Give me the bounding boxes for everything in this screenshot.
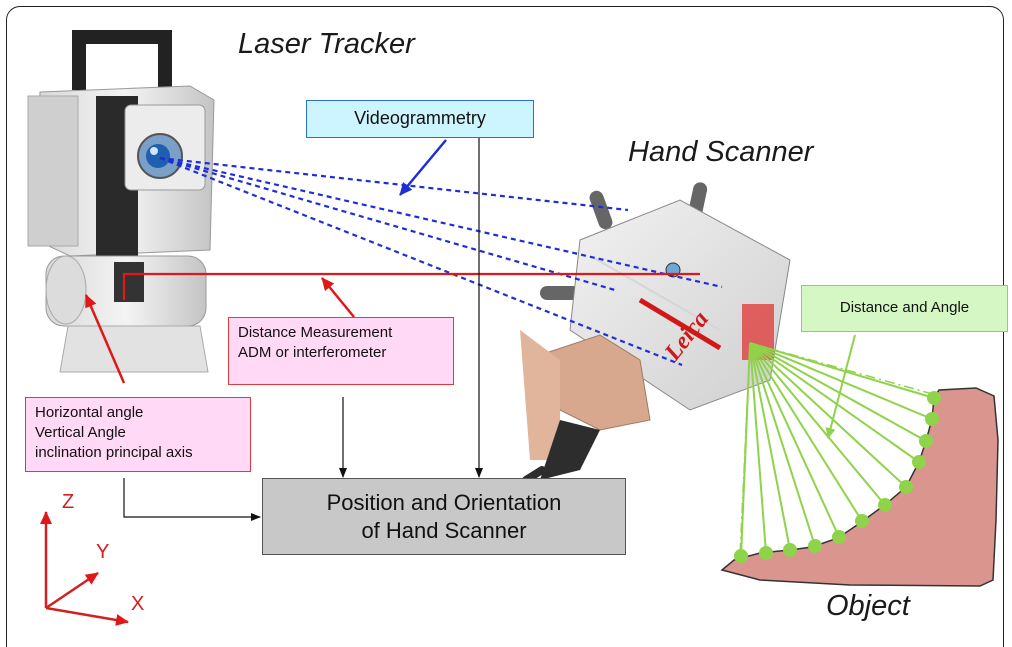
scan-point: [925, 412, 939, 426]
scan-point: [912, 455, 926, 469]
scan-point: [899, 480, 913, 494]
scan-point: [878, 498, 892, 512]
angles-line-3: inclination principal axis: [35, 444, 193, 461]
distance-angle-box: Distance and Angle: [801, 285, 1008, 332]
scan-point: [759, 546, 773, 560]
distance-angle-pointer: [825, 334, 856, 439]
distance-measurement-line-2: ADM or interferometer: [238, 344, 387, 361]
distance-measurement-line-1: Distance Measurement: [238, 324, 393, 341]
scan-point: [783, 543, 797, 557]
position-orientation-line-1: Position and Orientation: [326, 490, 562, 515]
videogrammetry-lines: [159, 156, 723, 367]
videogrammetry-pointer: [399, 139, 447, 196]
scan-ray: [749, 342, 920, 463]
scan-ray: [749, 342, 935, 399]
scan-ray-outline-left: [739, 342, 751, 557]
scan-ray: [749, 342, 927, 442]
angle-pointer: [84, 294, 126, 384]
scan-point: [734, 549, 748, 563]
scan-point: [832, 530, 846, 544]
axis-label-x: X: [131, 593, 145, 615]
object-title: Object: [826, 590, 910, 622]
scan-ray: [749, 342, 791, 551]
scan-ray: [749, 342, 863, 522]
hand-scanner-illustration: Leica: [520, 182, 791, 484]
scan-point: [919, 434, 933, 448]
videogrammetry-box: Videogrammetry: [306, 100, 534, 138]
scan-point: [808, 539, 822, 553]
scan-rays: [734, 342, 941, 563]
position-orientation-box: Position and Orientation of Hand Scanner: [262, 478, 626, 555]
scan-point: [927, 391, 941, 405]
scan-ray: [749, 342, 907, 488]
scan-ray: [749, 342, 933, 420]
scan-point: [855, 514, 869, 528]
scan-ray: [749, 342, 816, 547]
distance-pointer: [321, 277, 355, 318]
coordinate-axes: [40, 511, 129, 626]
angles-box: Horizontal angle Vertical Angle inclinat…: [25, 397, 251, 472]
axis-label-z: Z: [62, 491, 75, 513]
scan-ray: [749, 342, 886, 506]
distance-measurement-box: Distance Measurement ADM or interferomet…: [228, 317, 454, 385]
scan-ray: [749, 342, 767, 554]
laser-beam: [122, 272, 700, 300]
axis-label-y: Y: [96, 541, 110, 563]
flow-arrow-angles: [123, 478, 261, 521]
laser-tracker-illustration: [27, 30, 215, 373]
position-orientation-line-2: of Hand Scanner: [361, 518, 527, 543]
hand-scanner-title: Hand Scanner: [628, 136, 814, 168]
scan-ray-outline-right: [749, 342, 937, 396]
angles-line-1: Horizontal angle: [35, 404, 144, 421]
scan-ray: [749, 342, 840, 538]
laser-tracker-title: Laser Tracker: [238, 28, 415, 60]
angles-line-2: Vertical Angle: [35, 424, 126, 441]
